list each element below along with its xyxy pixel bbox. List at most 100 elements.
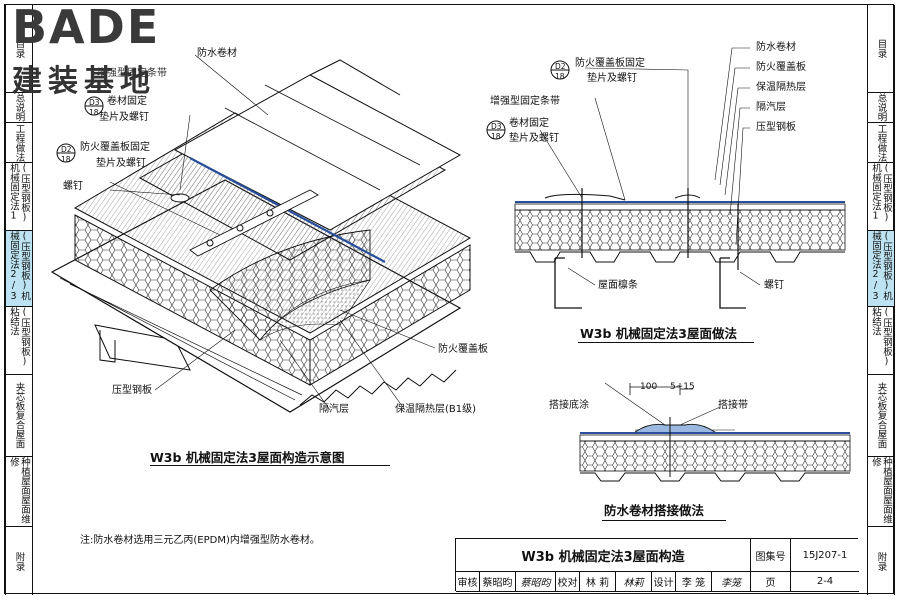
lap-detail-diagram bbox=[579, 382, 851, 482]
tab-label: (压型钢板)粘结法 bbox=[8, 307, 30, 367]
left-tab-mech23[interactable]: (压型钢板)机械固定法2/3 bbox=[6, 231, 32, 307]
iso-ref-d2-bot: 18 bbox=[61, 155, 71, 164]
lap-label-lap-tape: 搭接带 bbox=[718, 400, 748, 411]
title-block-atlas-no: 15J207-1 bbox=[791, 539, 859, 572]
sec-label-vapor: 隔汽层 bbox=[756, 102, 786, 113]
title-block-page-label: 页 bbox=[751, 572, 791, 592]
lap-dim-100: 100 bbox=[640, 382, 658, 392]
sec-label-coil-fix1: 卷材固定 bbox=[509, 118, 549, 129]
right-tab-bonding[interactable]: (压型钢板)粘结法 bbox=[868, 307, 894, 375]
tab-label: 种植屋面屋面维修 bbox=[870, 457, 892, 524]
sec-label-screw: 螺钉 bbox=[764, 280, 784, 291]
sec-label-fire-fix1: 防火覆盖板固定 bbox=[575, 58, 645, 69]
left-tab-methods[interactable]: 工程做法 bbox=[6, 123, 32, 163]
section-leaders bbox=[539, 47, 761, 286]
tab-label: 夹芯板复合屋面 bbox=[875, 382, 887, 449]
right-tab-column: 目录 总说明 工程做法 (压型钢板)机械固定法1 (压型钢板)机械固定法2/3 … bbox=[867, 5, 895, 595]
sec-label-coil-fix2: 垫片及螺钉 bbox=[509, 133, 559, 144]
sec-ref-d2-bot: 18 bbox=[555, 72, 565, 81]
sec-label-waterproof: 防水卷材 bbox=[756, 42, 796, 53]
iso-label-fire-board: 防火覆盖板 bbox=[438, 344, 488, 355]
sec-label-steel: 压型钢板 bbox=[756, 122, 796, 133]
sec-ref-d2-top: D2 bbox=[555, 62, 566, 71]
tab-label: (压型钢板)机械固定法2/3 bbox=[8, 231, 30, 302]
sec-label-insulation: 保温隔热层 bbox=[756, 82, 806, 93]
tab-label: (压型钢板)粘结法 bbox=[870, 307, 892, 367]
title-block-checker: 林 莉 bbox=[580, 572, 616, 592]
left-tab-general[interactable]: 总说明 bbox=[6, 93, 32, 123]
title-block-atlas-label: 图集号 bbox=[751, 539, 791, 572]
lap-title-underline bbox=[602, 520, 726, 521]
section-title-underline bbox=[578, 342, 754, 343]
tab-label: 附录 bbox=[13, 551, 25, 571]
iso-ref-d3 bbox=[84, 96, 104, 120]
iso-label-vapor: 隔汽层 bbox=[319, 404, 349, 415]
title-block-reviewer-signature: 蔡昭昀 bbox=[516, 572, 556, 592]
title-block-check-label: 校对 bbox=[556, 572, 580, 592]
iso-label-coil-fix2: 垫片及螺钉 bbox=[99, 112, 149, 123]
detail-ref-circle bbox=[84, 96, 104, 116]
title-block-page-no: 2-4 bbox=[791, 572, 859, 592]
right-tab-mech23[interactable]: (压型钢板)机械固定法2/3 bbox=[868, 231, 894, 307]
title-block-checker-signature: 林莉 bbox=[616, 572, 652, 592]
iso-label-steel: 压型钢板 bbox=[112, 385, 152, 396]
iso-label-reinforce: 增强型固定条带 bbox=[97, 68, 167, 79]
iso-ref-d2 bbox=[56, 143, 76, 167]
sec-ref-d2 bbox=[550, 60, 570, 84]
title-block-reviewer: 蔡昭昀 bbox=[480, 572, 516, 592]
left-tab-planting[interactable]: 种植屋面屋面维修 bbox=[6, 457, 32, 527]
right-tab-mech1[interactable]: (压型钢板)机械固定法1 bbox=[868, 163, 894, 231]
brand-logo: BADE 建装基地 bbox=[8, 0, 178, 99]
tab-label: 目录 bbox=[875, 39, 887, 58]
right-tab-methods[interactable]: 工程做法 bbox=[868, 123, 894, 163]
left-tab-mech1[interactable]: (压型钢板)机械固定法1 bbox=[6, 163, 32, 231]
iso-label-fire-fix1: 防火覆盖板固定 bbox=[80, 142, 150, 153]
tab-label: 总说明 bbox=[875, 93, 887, 122]
iso-title: W3b 机械固定法3屋面构造示意图 bbox=[150, 450, 345, 465]
sec-ref-d3 bbox=[486, 120, 506, 144]
left-tab-bonding[interactable]: (压型钢板)粘结法 bbox=[6, 307, 32, 375]
title-block: W3b 机械固定法3屋面构造 图集号 15J207-1 审核 蔡昭昀 蔡昭昀 校… bbox=[455, 538, 859, 592]
right-tab-general[interactable]: 总说明 bbox=[868, 93, 894, 123]
isometric-diagram bbox=[50, 54, 472, 413]
iso-label-insulation: 保温隔热层(B1级) bbox=[395, 404, 477, 415]
tab-label: 目录 bbox=[13, 39, 25, 58]
title-block-main-title: W3b 机械固定法3屋面构造 bbox=[456, 539, 751, 572]
title-block-design-label: 设计 bbox=[652, 572, 676, 592]
sec-label-fire-board: 防火覆盖板 bbox=[756, 62, 806, 73]
tab-label: (压型钢板)机械固定法1 bbox=[8, 163, 30, 223]
logo-brand: BADE bbox=[12, 0, 161, 54]
sec-label-reinforce: 增强型固定条带 bbox=[490, 96, 560, 107]
iso-ref-d3-top: D3 bbox=[89, 98, 100, 107]
lap-label-base-coat: 搭接底涂 bbox=[549, 400, 589, 411]
lap-dim-5-15: 5~15 bbox=[670, 382, 695, 392]
left-tab-sandwich[interactable]: 夹芯板复合屋面 bbox=[6, 375, 32, 457]
iso-label-coil-fix1: 卷材固定 bbox=[107, 96, 147, 107]
iso-ref-d3-bot: 18 bbox=[89, 108, 99, 117]
section-title: W3b 机械固定法3屋面做法 bbox=[580, 326, 737, 341]
section-diagram bbox=[514, 188, 846, 309]
logo-subtitle: 建装基地 bbox=[12, 64, 156, 99]
footnote: 注:防水卷材选用三元乙丙(EPDM)内增强型防水卷材。 bbox=[80, 535, 320, 546]
title-block-designer-signature: 李笼 bbox=[712, 572, 751, 592]
right-tab-appendix[interactable]: 附录 bbox=[868, 527, 894, 595]
right-tab-sandwich[interactable]: 夹芯板复合屋面 bbox=[868, 375, 894, 457]
right-tab-planting[interactable]: 种植屋面屋面维修 bbox=[868, 457, 894, 527]
left-tab-appendix[interactable]: 附录 bbox=[6, 527, 32, 595]
tab-label: 种植屋面屋面维修 bbox=[8, 457, 30, 524]
tab-label: (压型钢板)机械固定法1 bbox=[870, 163, 892, 223]
tab-label: 工程做法 bbox=[875, 123, 887, 162]
sec-ref-d3-top: D3 bbox=[491, 122, 502, 131]
tab-label: 工程做法 bbox=[13, 123, 25, 162]
sec-ref-d3-bot: 18 bbox=[491, 132, 501, 141]
title-block-designer: 李 笼 bbox=[676, 572, 712, 592]
left-tab-contents[interactable]: 目录 bbox=[6, 5, 32, 93]
tab-label: (压型钢板)机械固定法2/3 bbox=[870, 231, 892, 302]
iso-label-screw: 螺钉 bbox=[63, 181, 83, 192]
tab-label: 总说明 bbox=[13, 93, 25, 122]
detail-ref-circle bbox=[486, 120, 506, 140]
tab-label: 附录 bbox=[875, 551, 887, 571]
iso-ref-d2-top: D2 bbox=[61, 145, 72, 154]
detail-ref-circle bbox=[56, 143, 76, 163]
right-tab-contents[interactable]: 目录 bbox=[868, 5, 894, 93]
